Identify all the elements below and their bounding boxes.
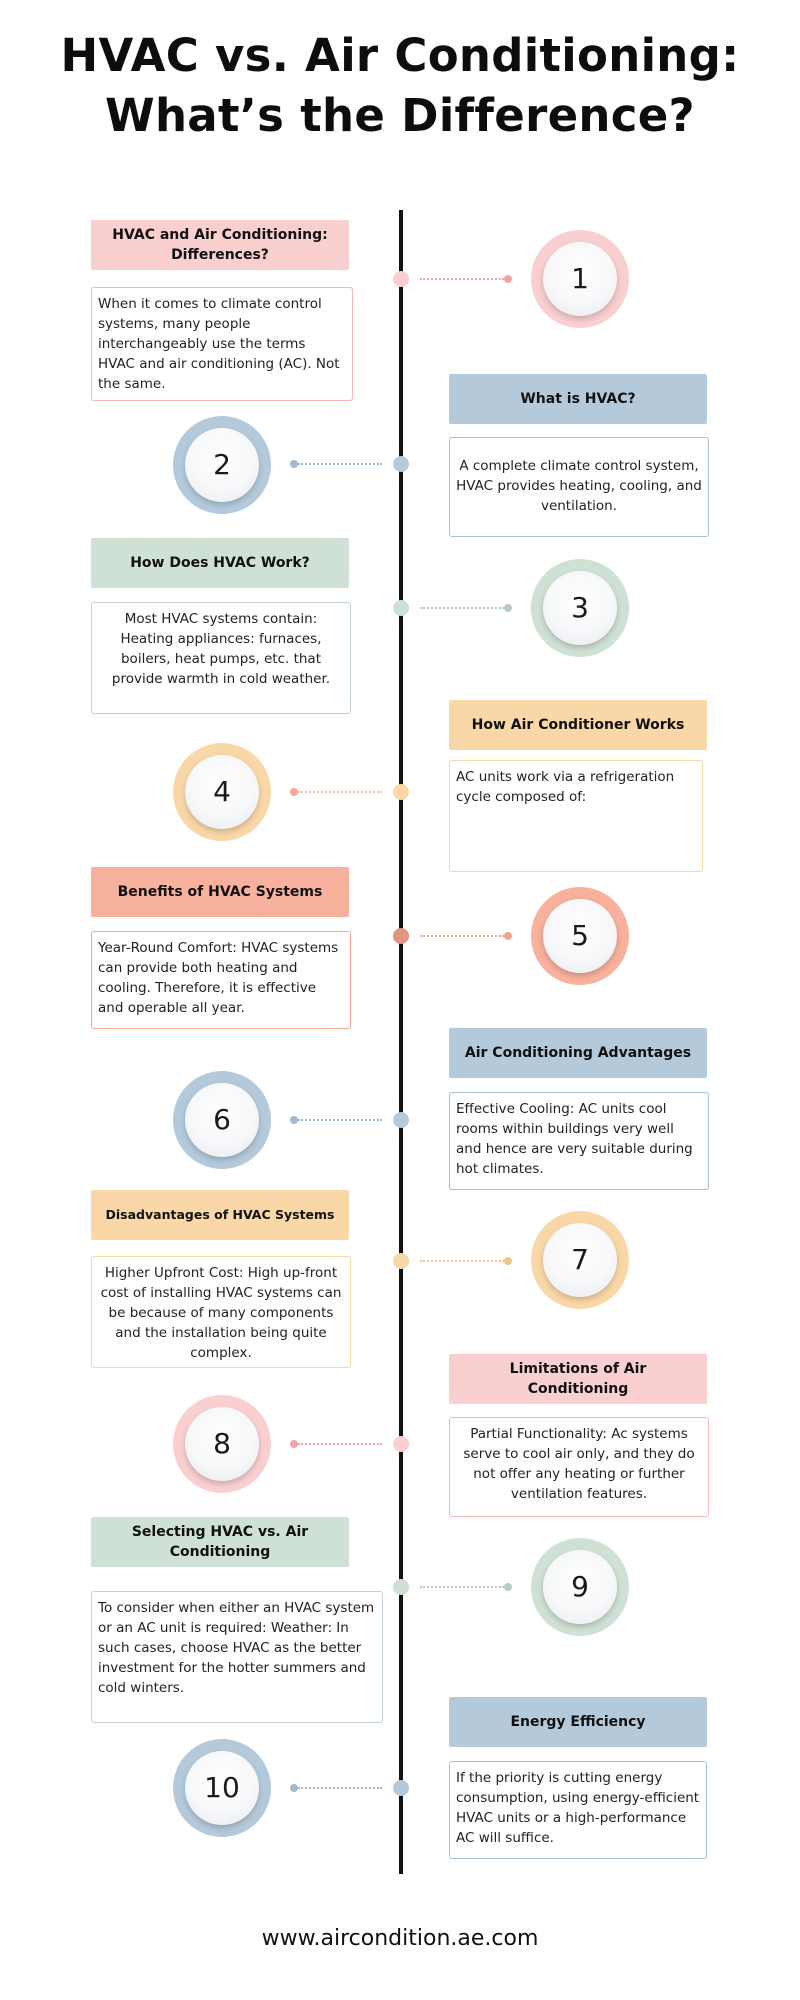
step-heading: How Air Conditioner Works (449, 700, 707, 750)
connector-line (298, 791, 382, 793)
step-heading: Selecting HVAC vs. Air Conditioning (91, 1517, 349, 1567)
step-number-circle: 8 (173, 1395, 271, 1493)
step-number: 10 (204, 1771, 240, 1804)
connector-dot (290, 1440, 298, 1448)
step-heading: Energy Efficiency (449, 1697, 707, 1747)
step-heading: Air Conditioning Advantages (449, 1028, 707, 1078)
step-heading: Benefits of HVAC Systems (91, 867, 349, 917)
step-number-circle: 5 (531, 887, 629, 985)
connector-line (298, 1119, 382, 1121)
timeline-dot (393, 1436, 409, 1452)
connector-dot (504, 932, 512, 940)
step-text: Year-Round Comfort: HVAC systems can pro… (91, 931, 351, 1029)
step-number: 4 (213, 775, 231, 808)
connector-dot (504, 1583, 512, 1591)
step-text: When it comes to climate control systems… (91, 287, 353, 401)
step-number-circle: 9 (531, 1538, 629, 1636)
footer-website: www.aircondition.ae.com (261, 1926, 539, 1951)
connector-line (420, 935, 504, 937)
step-number: 2 (213, 448, 231, 481)
connector-dot (290, 1116, 298, 1124)
step-number-circle: 10 (173, 1739, 271, 1837)
connector-line (420, 607, 504, 609)
step-heading: How Does HVAC Work? (91, 538, 349, 588)
step-number: 3 (571, 591, 589, 624)
step-number-circle: 7 (531, 1211, 629, 1309)
connector-line (420, 1586, 504, 1588)
step-number-circle: 1 (531, 230, 629, 328)
connector-line (298, 1443, 382, 1445)
step-number-circle: 4 (173, 743, 271, 841)
step-text: To consider when either an HVAC system o… (91, 1591, 383, 1723)
connector-dot (290, 460, 298, 468)
title-line-1: HVAC vs. Air Conditioning: (60, 29, 740, 82)
step-heading: HVAC and Air Conditioning: Differences? (91, 220, 349, 270)
title-line-2: What’s the Difference? (105, 89, 695, 142)
page-title: HVAC vs. Air Conditioning: What’s the Di… (0, 26, 800, 146)
step-heading: Limitations of Air Conditioning (449, 1354, 707, 1404)
step-number: 6 (213, 1103, 231, 1136)
step-number: 5 (571, 919, 589, 952)
step-text: Effective Cooling: AC units cool rooms w… (449, 1092, 709, 1190)
step-text: If the priority is cutting energy consum… (449, 1761, 707, 1859)
step-number: 1 (571, 262, 589, 295)
timeline-dot (393, 456, 409, 472)
step-text: Most HVAC systems contain: Heating appli… (91, 602, 351, 714)
timeline-dot (393, 928, 409, 944)
connector-dot (290, 1784, 298, 1792)
connector-dot (504, 604, 512, 612)
step-number-circle: 6 (173, 1071, 271, 1169)
connector-dot (504, 275, 512, 283)
step-number-circle: 3 (531, 559, 629, 657)
step-heading: What is HVAC? (449, 374, 707, 424)
step-text: AC units work via a refrigeration cycle … (449, 760, 703, 872)
connector-line (298, 463, 382, 465)
connector-dot (290, 788, 298, 796)
connector-line (420, 278, 504, 280)
timeline-line (399, 210, 403, 1874)
step-text: Partial Functionality: Ac systems serve … (449, 1417, 709, 1517)
step-number-circle: 2 (173, 416, 271, 514)
step-number: 9 (571, 1570, 589, 1603)
connector-line (420, 1260, 504, 1262)
timeline-dot (393, 271, 409, 287)
step-text: Higher Upfront Cost: High up-front cost … (91, 1256, 351, 1368)
timeline-dot (393, 1579, 409, 1595)
step-number: 8 (213, 1427, 231, 1460)
connector-dot (504, 1257, 512, 1265)
step-text: A complete climate control system, HVAC … (449, 437, 709, 537)
timeline-dot (393, 1253, 409, 1269)
connector-line (298, 1787, 382, 1789)
step-number: 7 (571, 1243, 589, 1276)
timeline-dot (393, 1780, 409, 1796)
step-heading: Disadvantages of HVAC Systems (91, 1190, 349, 1240)
timeline-dot (393, 784, 409, 800)
timeline-dot (393, 600, 409, 616)
timeline-dot (393, 1112, 409, 1128)
